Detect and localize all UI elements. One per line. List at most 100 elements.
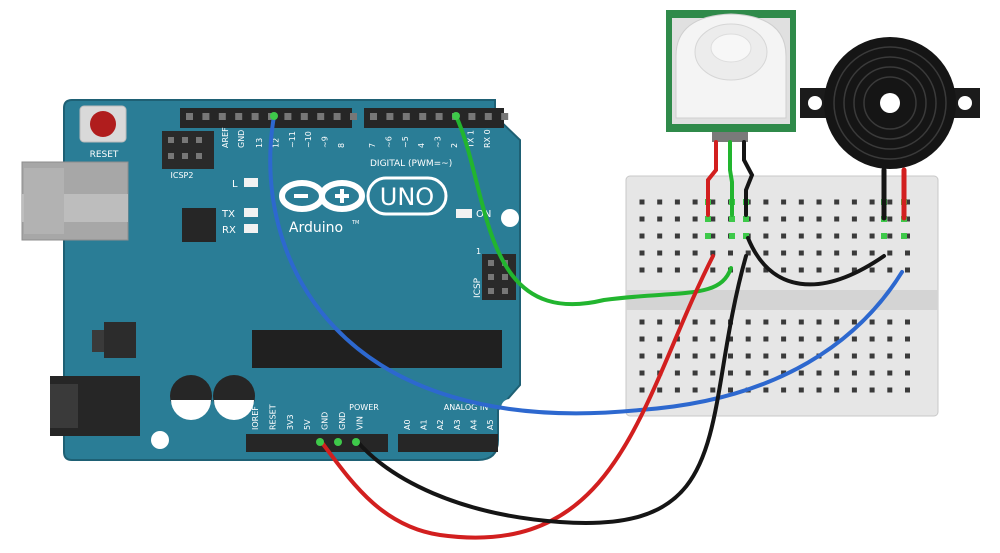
breadboard-hole[interactable] (657, 199, 663, 205)
breadboard-hole[interactable] (674, 199, 680, 205)
header-pin[interactable] (501, 113, 509, 120)
breadboard-hole[interactable] (639, 387, 645, 393)
breadboard-hole[interactable] (798, 216, 804, 222)
breadboard-hole[interactable] (816, 370, 822, 376)
breadboard-hole[interactable] (692, 216, 698, 222)
breadboard-hole[interactable] (781, 319, 787, 325)
breadboard-hole[interactable] (728, 336, 733, 342)
breadboard-hole[interactable] (905, 233, 910, 239)
breadboard-hole[interactable] (781, 233, 787, 239)
breadboard-hole[interactable] (905, 336, 910, 342)
breadboard-hole[interactable] (834, 336, 840, 342)
breadboard-hole[interactable] (763, 216, 769, 222)
header-pin[interactable] (333, 113, 341, 120)
breadboard-hole[interactable] (798, 353, 804, 359)
breadboard-hole[interactable] (869, 216, 875, 222)
header-pin[interactable] (317, 113, 325, 120)
breadboard-hole[interactable] (869, 370, 875, 376)
breadboard-hole[interactable] (851, 199, 857, 205)
breadboard-hole[interactable] (710, 336, 716, 342)
breadboard-hole[interactable] (710, 199, 716, 205)
header-pin[interactable] (370, 113, 377, 120)
breadboard-hole[interactable] (869, 353, 875, 359)
breadboard-hole[interactable] (639, 267, 645, 273)
breadboard-hole[interactable] (745, 370, 751, 376)
breadboard-hole[interactable] (745, 319, 751, 325)
breadboard-hole[interactable] (798, 319, 804, 325)
breadboard-hole[interactable] (816, 216, 822, 222)
breadboard-hole[interactable] (763, 370, 769, 376)
breadboard-hole[interactable] (781, 387, 787, 393)
breadboard-hole[interactable] (710, 216, 716, 222)
breadboard-hole[interactable] (657, 387, 663, 393)
header-pin[interactable] (402, 113, 410, 120)
breadboard-hole[interactable] (851, 267, 857, 273)
breadboard-hole[interactable] (798, 336, 804, 342)
breadboard-hole[interactable] (781, 370, 787, 376)
breadboard-hole[interactable] (657, 250, 663, 256)
breadboard-hole[interactable] (639, 336, 645, 342)
breadboard-hole[interactable] (869, 336, 875, 342)
breadboard-hole[interactable] (781, 216, 787, 222)
breadboard-hole[interactable] (798, 267, 804, 273)
breadboard-hole[interactable] (710, 387, 716, 393)
breadboard-hole[interactable] (763, 199, 769, 205)
breadboard-hole[interactable] (745, 353, 751, 359)
breadboard-hole[interactable] (905, 267, 910, 273)
breadboard-hole[interactable] (763, 353, 769, 359)
breadboard-hole[interactable] (869, 250, 875, 256)
breadboard-hole[interactable] (710, 319, 716, 325)
breadboard-hole[interactable] (674, 319, 680, 325)
breadboard-hole[interactable] (639, 199, 645, 205)
breadboard-hole[interactable] (834, 233, 840, 239)
breadboard-hole[interactable] (905, 319, 910, 325)
breadboard-hole[interactable] (639, 319, 645, 325)
breadboard-hole[interactable] (905, 250, 910, 256)
breadboard-hole[interactable] (869, 267, 875, 273)
breadboard-hole[interactable] (851, 233, 857, 239)
breadboard-hole[interactable] (905, 387, 910, 393)
breadboard-hole[interactable] (798, 387, 804, 393)
breadboard-hole[interactable] (798, 370, 804, 376)
breadboard-hole[interactable] (798, 199, 804, 205)
breadboard-hole[interactable] (887, 267, 893, 273)
header-pin[interactable] (300, 113, 308, 120)
breadboard-hole[interactable] (869, 319, 875, 325)
header-pin[interactable] (235, 113, 243, 120)
breadboard-hole[interactable] (869, 387, 875, 393)
breadboard-hole[interactable] (887, 370, 893, 376)
breadboard-hole[interactable] (639, 216, 645, 222)
breadboard-hole[interactable] (887, 250, 893, 256)
breadboard-hole[interactable] (781, 336, 787, 342)
breadboard-hole[interactable] (639, 370, 645, 376)
breadboard-hole[interactable] (798, 233, 804, 239)
reset-button[interactable] (79, 105, 127, 143)
breadboard-hole[interactable] (851, 250, 857, 256)
breadboard-hole[interactable] (692, 387, 698, 393)
breadboard-hole[interactable] (816, 319, 822, 325)
breadboard-hole[interactable] (692, 336, 698, 342)
breadboard-hole[interactable] (674, 353, 680, 359)
breadboard-hole[interactable] (692, 250, 698, 256)
breadboard-hole[interactable] (745, 250, 751, 256)
breadboard-hole[interactable] (728, 387, 733, 393)
breadboard-hole[interactable] (816, 267, 822, 273)
breadboard-hole[interactable] (816, 387, 822, 393)
breadboard-hole[interactable] (887, 387, 893, 393)
breadboard-hole[interactable] (905, 216, 910, 222)
breadboard-hole[interactable] (851, 353, 857, 359)
breadboard-hole[interactable] (905, 199, 910, 205)
breadboard-hole[interactable] (887, 216, 893, 222)
breadboard-hole[interactable] (639, 233, 645, 239)
breadboard-hole[interactable] (905, 353, 910, 359)
breadboard-hole[interactable] (763, 250, 769, 256)
breadboard-hole[interactable] (657, 233, 663, 239)
header-pin[interactable] (468, 113, 476, 120)
breadboard-hole[interactable] (657, 353, 663, 359)
breadboard-hole[interactable] (710, 370, 716, 376)
header-pin[interactable] (284, 113, 292, 120)
breadboard-hole[interactable] (763, 336, 769, 342)
breadboard-hole[interactable] (887, 353, 893, 359)
breadboard-hole[interactable] (763, 319, 769, 325)
breadboard-hole[interactable] (869, 199, 875, 205)
